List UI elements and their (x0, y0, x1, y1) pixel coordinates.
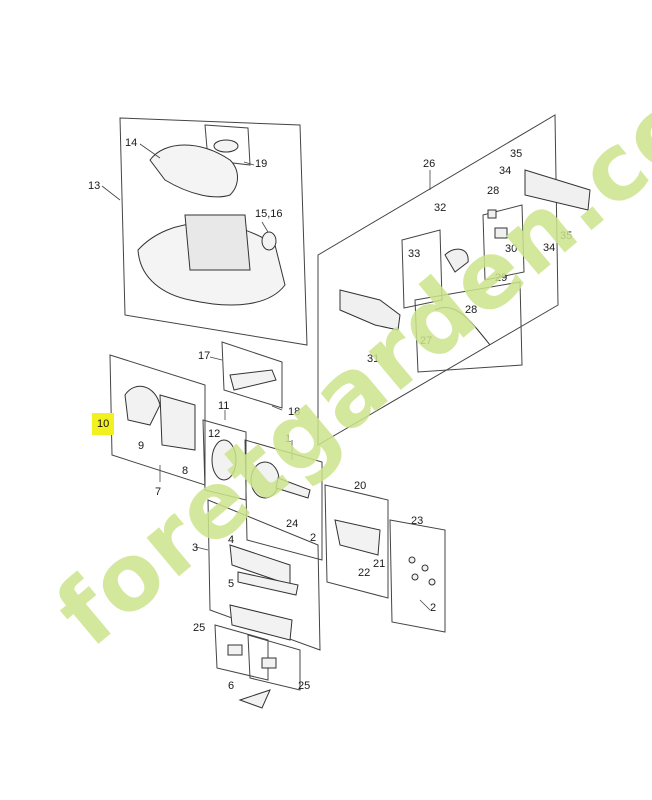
callout-29[interactable]: 29 (495, 272, 508, 284)
callout-17[interactable]: 17 (198, 350, 211, 362)
part-23-nut-2 (421, 564, 429, 572)
callout-2-nuts[interactable]: 2 (430, 602, 437, 614)
callout-21[interactable]: 21 (373, 558, 386, 570)
group-frame-26 (317, 114, 559, 446)
callout-14[interactable]: 14 (125, 137, 138, 149)
callout-24[interactable]: 24 (286, 518, 299, 530)
part-6-spring (238, 689, 271, 709)
group-frame-25a (214, 624, 269, 681)
group-frame-33 (401, 229, 443, 309)
group-frame-20 (324, 484, 389, 599)
part-3-tray (229, 604, 293, 641)
group-frame-1 (244, 439, 323, 561)
part-11-fan (211, 439, 237, 481)
callout-13[interactable]: 13 (88, 180, 101, 192)
callout-26[interactable]: 26 (423, 158, 436, 170)
part-28-clip (487, 209, 497, 219)
callout-25-left[interactable]: 25 (193, 622, 206, 634)
part-23-nut-3 (411, 573, 419, 581)
callout-3[interactable]: 3 (192, 542, 199, 554)
callout-28-top[interactable]: 28 (487, 185, 500, 197)
callout-34-top[interactable]: 34 (499, 165, 512, 177)
callout-25-right[interactable]: 25 (298, 680, 311, 692)
part-20-bracket (334, 519, 381, 556)
callout-11[interactable]: 11 (218, 400, 230, 412)
callout-9[interactable]: 9 (138, 440, 145, 452)
callout-1[interactable]: 1 (285, 433, 292, 445)
callout-20[interactable]: 20 (354, 480, 367, 492)
callout-23[interactable]: 23 (411, 515, 424, 527)
group-frame-25b (247, 634, 301, 691)
callout-35-bottom[interactable]: 35 (560, 230, 573, 242)
callout-2-motor[interactable]: 2 (310, 532, 317, 544)
callout-6[interactable]: 6 (228, 680, 235, 692)
group-frame-23 (389, 519, 446, 633)
callout-32[interactable]: 32 (434, 202, 447, 214)
part-17-trigger (229, 369, 277, 391)
callout-30[interactable]: 30 (505, 243, 518, 255)
part-32-lever (444, 248, 469, 273)
part-5-harness (237, 571, 299, 596)
callout-8[interactable]: 8 (182, 465, 189, 477)
callout-7[interactable]: 7 (155, 486, 162, 498)
part-14-top-cover (149, 144, 238, 198)
part-23-nut-4 (428, 578, 436, 586)
group-frame-27 (414, 281, 523, 373)
callout-33[interactable]: 33 (408, 248, 421, 260)
group-frame-13 (119, 117, 308, 346)
callout-22[interactable]: 22 (358, 567, 371, 579)
callout-19[interactable]: 19 (255, 158, 268, 170)
part-26-handle-bracket (524, 169, 591, 211)
group-frame-17 (221, 341, 283, 409)
group-frame-29 (482, 204, 525, 281)
callout-31[interactable]: 31 (367, 353, 380, 365)
part-23-nut-1 (408, 556, 416, 564)
callout-12[interactable]: 12 (208, 428, 221, 440)
callout-34-bottom[interactable]: 34 (543, 242, 556, 254)
callout-28-bottom[interactable]: 28 (465, 304, 478, 316)
highlighted-callout-10[interactable]: 10 (92, 413, 115, 435)
part-25-terminal-b (261, 657, 277, 669)
part-9-fan-cover (124, 385, 161, 426)
group-frame-3 (207, 499, 321, 651)
part-1-shaft (275, 477, 311, 499)
part-8-fan-housing (159, 394, 196, 451)
callout-35-top[interactable]: 35 (510, 148, 523, 160)
part-25-terminal-a (227, 644, 243, 656)
part-19-button (213, 139, 239, 153)
callout-5[interactable]: 5 (228, 578, 235, 590)
part-15-16-seal (261, 231, 277, 251)
part-13-inner-frame (184, 214, 251, 271)
part-31-handle-bar (339, 289, 401, 331)
callout-18[interactable]: 18 (288, 406, 301, 418)
callout-15-16[interactable]: 15,16 (255, 208, 283, 220)
callout-27[interactable]: 27 (420, 335, 433, 347)
part-27-wire (434, 307, 491, 346)
part-30-cap (494, 227, 508, 239)
callout-4[interactable]: 4 (228, 534, 235, 546)
